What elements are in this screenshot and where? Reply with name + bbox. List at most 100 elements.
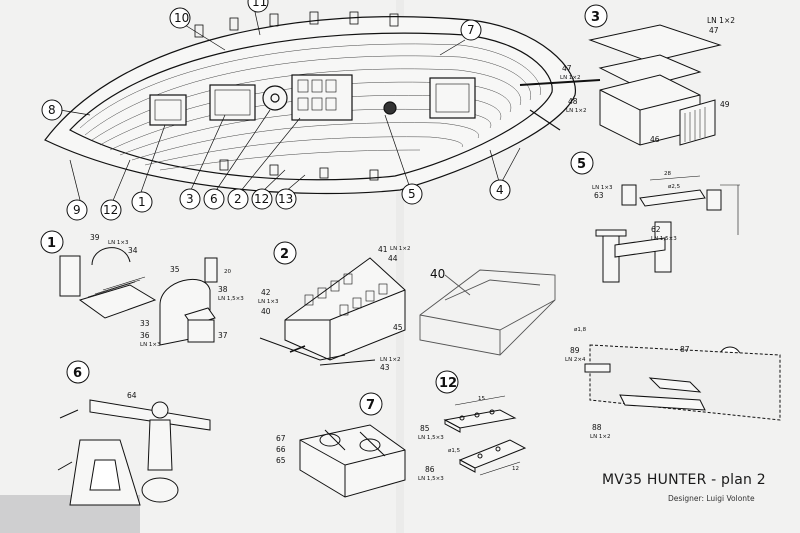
svg-text:44: 44 <box>388 254 398 263</box>
svg-text:46: 46 <box>650 135 660 144</box>
svg-text:12: 12 <box>512 466 519 472</box>
svg-text:87: 87 <box>680 345 690 354</box>
svg-text:LN 1×2: LN 1×2 <box>560 75 581 81</box>
svg-text:ø1,8: ø1,8 <box>574 327 587 333</box>
bowsprit <box>519 79 601 86</box>
designer-credit: Designer: Luigi Volonte <box>668 494 755 503</box>
capstan <box>262 85 288 111</box>
svg-text:LN 1×2: LN 1×2 <box>390 246 411 252</box>
svg-text:20: 20 <box>224 269 231 275</box>
bitt-crossbar <box>614 237 666 258</box>
callout-2: 2 <box>227 188 249 210</box>
svg-text:39: 39 <box>90 233 100 242</box>
callout-leaders <box>59 11 521 204</box>
svg-text:7: 7 <box>366 398 375 413</box>
callout-8: 8 <box>41 99 63 121</box>
detail-2: 2 41 LN 1×2 44 42 LN 1×3 40 45 LN 1×2 43 <box>258 241 411 372</box>
svg-text:3: 3 <box>186 192 194 206</box>
svg-text:LN 1×3: LN 1×3 <box>108 240 129 246</box>
callout-5-hull: 5 <box>401 183 423 205</box>
bitt-crossbar-top <box>639 189 706 207</box>
svg-text:48: 48 <box>568 97 578 106</box>
svg-text:86: 86 <box>425 465 435 474</box>
detail-6: 6 64 <box>57 360 211 506</box>
svg-text:6: 6 <box>73 366 82 381</box>
svg-text:8: 8 <box>48 103 56 117</box>
svg-text:28: 28 <box>664 171 671 177</box>
svg-text:15: 15 <box>478 396 485 402</box>
svg-text:LN 1×3: LN 1×3 <box>258 299 279 305</box>
svg-text:47: 47 <box>709 26 719 35</box>
svg-text:88: 88 <box>592 423 602 432</box>
svg-text:45: 45 <box>393 323 403 332</box>
companion-stairs <box>78 284 157 319</box>
callout-10: 10 <box>169 7 191 29</box>
hatch-aft <box>149 94 187 126</box>
svg-text:65: 65 <box>276 456 286 465</box>
svg-text:40: 40 <box>430 267 445 281</box>
svg-text:62: 62 <box>651 225 661 234</box>
svg-text:33: 33 <box>140 319 150 328</box>
callout-12: 12 <box>100 199 122 221</box>
callout-9: 9 <box>66 199 88 221</box>
svg-text:38: 38 <box>218 285 228 294</box>
callout-11: 11 <box>247 0 269 13</box>
plan-title: MV35 HUNTER - plan 2 <box>602 472 766 488</box>
svg-text:LN 1×3: LN 1×3 <box>140 342 161 348</box>
svg-text:ø2,5: ø2,5 <box>668 184 681 190</box>
svg-text:LN 1,5×3: LN 1,5×3 <box>218 296 244 302</box>
rail-pins <box>194 11 399 181</box>
coaming-frame <box>588 24 722 63</box>
detail-7: 7 67 66 65 <box>276 392 406 498</box>
svg-text:41: 41 <box>378 245 388 254</box>
svg-text:LN 1×2: LN 1×2 <box>707 16 735 25</box>
svg-text:LN 1×3: LN 1×3 <box>592 185 613 191</box>
callout-3: 3 <box>179 188 201 210</box>
svg-text:34: 34 <box>128 246 138 255</box>
svg-text:5: 5 <box>577 157 586 172</box>
swivel-gun-barrel <box>89 399 211 431</box>
svg-text:10: 10 <box>174 11 189 25</box>
svg-text:2: 2 <box>280 247 289 262</box>
svg-text:LN 1,5×3: LN 1,5×3 <box>651 236 677 242</box>
detail-1: 1 39 LN 1×3 34 35 20 38 LN 1,5×3 33 36 L… <box>40 230 244 348</box>
svg-text:63: 63 <box>594 191 604 200</box>
hull-rail-inner <box>69 32 553 181</box>
svg-text:7: 7 <box>467 23 475 37</box>
callout-7-hull: 7 <box>460 19 482 41</box>
svg-text:LN 1,5×3: LN 1,5×3 <box>418 435 444 441</box>
fold-crease <box>396 0 404 533</box>
svg-text:4: 4 <box>496 183 504 197</box>
svg-text:LN 1×2: LN 1×2 <box>566 108 587 114</box>
callout-4: 4 <box>489 179 511 201</box>
svg-text:5: 5 <box>408 187 416 201</box>
svg-text:9: 9 <box>73 203 81 217</box>
svg-text:LN 1,5×3: LN 1,5×3 <box>418 476 444 482</box>
svg-text:1: 1 <box>47 236 56 251</box>
callout-12b: 12 <box>251 188 273 210</box>
svg-text:12: 12 <box>439 376 457 391</box>
svg-text:47: 47 <box>562 64 572 73</box>
svg-text:11: 11 <box>252 0 267 9</box>
detail-40: 40 <box>419 267 556 356</box>
svg-text:64: 64 <box>127 391 137 400</box>
svg-text:85: 85 <box>420 424 430 433</box>
callout-1: 1 <box>131 191 153 213</box>
mast-hole <box>383 101 397 115</box>
svg-text:LN 1×2: LN 1×2 <box>380 357 401 363</box>
svg-text:43: 43 <box>380 363 390 372</box>
detail-13: 13 ø1,8 89 LN 2×4 87 88 LN 1×2 <box>565 327 781 440</box>
svg-text:35: 35 <box>170 265 180 274</box>
svg-text:6: 6 <box>210 192 218 206</box>
hatch-cover <box>679 99 716 146</box>
callout-13: 13 <box>275 188 297 210</box>
svg-text:LN 1×2: LN 1×2 <box>590 434 611 440</box>
hatch-grating <box>209 84 256 121</box>
svg-text:ø1,5: ø1,5 <box>448 448 461 454</box>
svg-text:3: 3 <box>591 10 600 25</box>
skylight-body <box>284 257 406 361</box>
svg-text:40: 40 <box>261 307 271 316</box>
svg-text:66: 66 <box>276 445 286 454</box>
